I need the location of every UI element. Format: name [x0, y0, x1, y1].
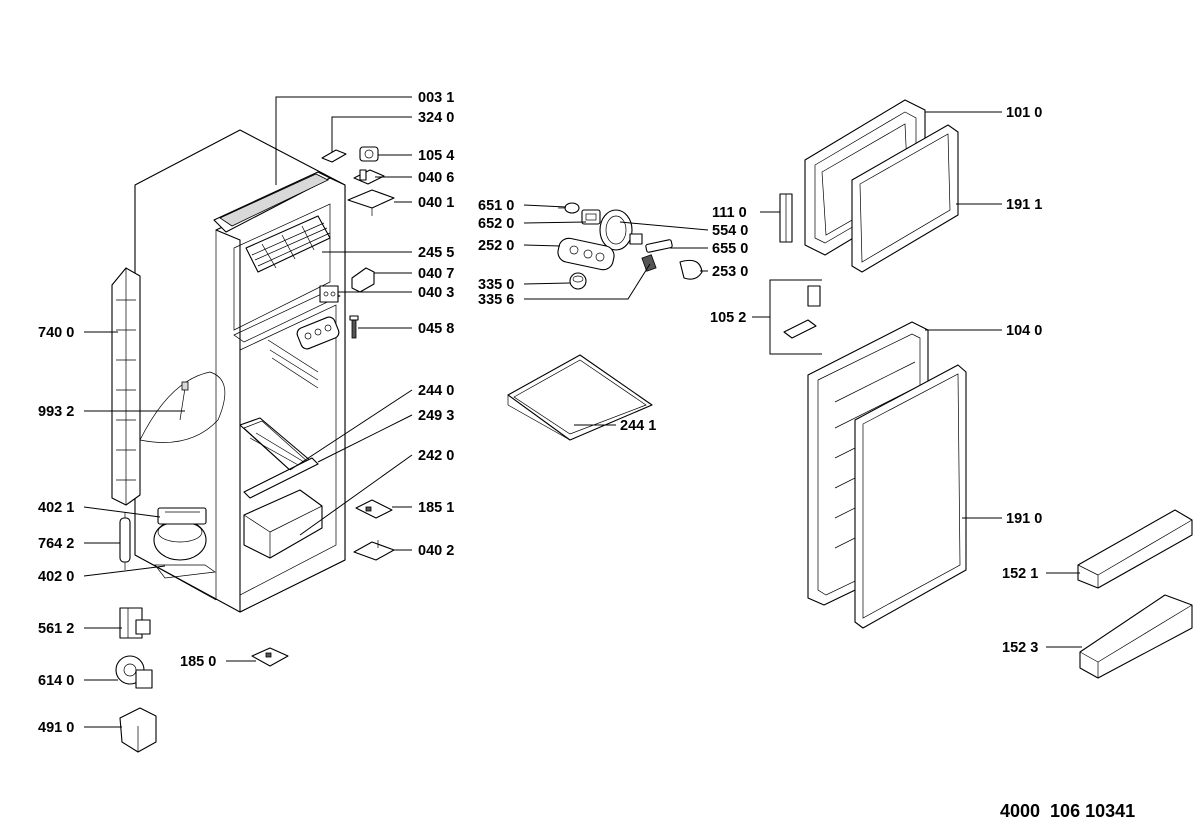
- door-stop-parts: [783, 285, 821, 339]
- callout-2530: 253 0: [712, 264, 748, 280]
- glass-shelf-spare: [507, 354, 653, 441]
- callout-1851: 185 1: [418, 500, 454, 516]
- top-hinge: [347, 189, 395, 216]
- callout-0403: 040 3: [418, 285, 454, 301]
- callout-5540: 554 0: [712, 223, 748, 239]
- callout-0407: 040 7: [418, 266, 454, 282]
- condenser-coil: [111, 267, 141, 506]
- top-hinge-plate: [353, 169, 385, 185]
- lamp-socket: [581, 209, 601, 225]
- callout-3240: 324 0: [418, 110, 454, 126]
- callout-6510: 651 0: [478, 198, 514, 214]
- lamp-switch: [645, 239, 673, 253]
- starter-relay: [119, 607, 151, 639]
- callout-2455: 245 5: [418, 245, 454, 261]
- screw: [349, 315, 359, 339]
- callout-1052: 105 2: [710, 310, 746, 326]
- thermostat-housing: [557, 237, 615, 271]
- lamp-cover-spring: [641, 254, 657, 272]
- evaporation-tray: [139, 371, 226, 443]
- callout-3356: 335 6: [478, 292, 514, 308]
- freezer-door-handle: [779, 193, 793, 243]
- hinge-bracket: [351, 267, 375, 293]
- callout-6550: 655 0: [712, 241, 748, 257]
- callout-1521: 152 1: [1002, 566, 1038, 582]
- freezer-wire-shelf: [245, 215, 331, 273]
- door-bin-upper: [1077, 509, 1193, 589]
- callout-2520: 252 0: [478, 238, 514, 254]
- freezer-door-gasket: [851, 124, 959, 273]
- top-hinge-cover: [321, 149, 347, 163]
- callout-4020: 402 0: [38, 569, 74, 585]
- thermostat-knob-ring: [599, 209, 643, 251]
- callout-1054: 105 4: [418, 148, 454, 164]
- callout-9932: 993 2: [38, 404, 74, 420]
- relay-cover: [119, 707, 157, 753]
- callout-1010: 101 0: [1006, 105, 1042, 121]
- lamp-bulb: [558, 202, 580, 214]
- callout-7400: 740 0: [38, 325, 74, 341]
- middle-hinge: [319, 285, 339, 303]
- crisper-cover: [243, 457, 319, 499]
- hinge-pin-bush: [359, 146, 379, 162]
- callout-2440: 244 0: [418, 383, 454, 399]
- crisper-drawer: [243, 489, 323, 559]
- callout-1910: 191 0: [1006, 511, 1042, 527]
- callout-3350: 335 0: [478, 277, 514, 293]
- thermostat-knob: [569, 272, 587, 290]
- callout-5612: 561 2: [38, 621, 74, 637]
- callout-1040: 104 0: [1006, 323, 1042, 339]
- overload-protector: [115, 655, 153, 689]
- callout-4021: 402 1: [38, 500, 74, 516]
- callout-7642: 764 2: [38, 536, 74, 552]
- callout-0031: 003 1: [418, 90, 454, 106]
- callout-4910: 491 0: [38, 720, 74, 736]
- thermostat-housing-installed: [296, 316, 340, 350]
- callout-1911: 191 1: [1006, 197, 1042, 213]
- document-number: 4000 106 10341: [1000, 801, 1135, 821]
- callout-6140: 614 0: [38, 673, 74, 689]
- top-cover-strip: [219, 173, 329, 227]
- callout-labels: 003 1 324 0 105 4 040 6 040 1 245 5 040 …: [38, 90, 1042, 736]
- foot-cover-right: [355, 499, 393, 519]
- callout-1850: 185 0: [180, 654, 216, 670]
- leader-lines: [83, 96, 1082, 728]
- fridge-door-gasket: [854, 364, 967, 629]
- callout-0402: 040 2: [418, 543, 454, 559]
- rear-shelf-supports: [267, 339, 319, 389]
- foot-cover-left: [251, 647, 289, 667]
- bottom-hinge: [353, 540, 395, 561]
- callout-2441: 244 1: [620, 418, 656, 434]
- callout-2493: 249 3: [418, 408, 454, 424]
- callout-0401: 040 1: [418, 195, 454, 211]
- callout-0406: 040 6: [418, 170, 454, 186]
- callout-6520: 652 0: [478, 216, 514, 232]
- lamp-cover: [679, 259, 703, 280]
- compressor: [153, 507, 216, 579]
- filter-drier: [119, 512, 131, 570]
- door-bin-lower: [1079, 594, 1193, 679]
- callout-1523: 152 3: [1002, 640, 1038, 656]
- callout-1110: 111 0: [712, 205, 747, 221]
- callout-0458: 045 8: [418, 321, 454, 337]
- callout-2420: 242 0: [418, 448, 454, 464]
